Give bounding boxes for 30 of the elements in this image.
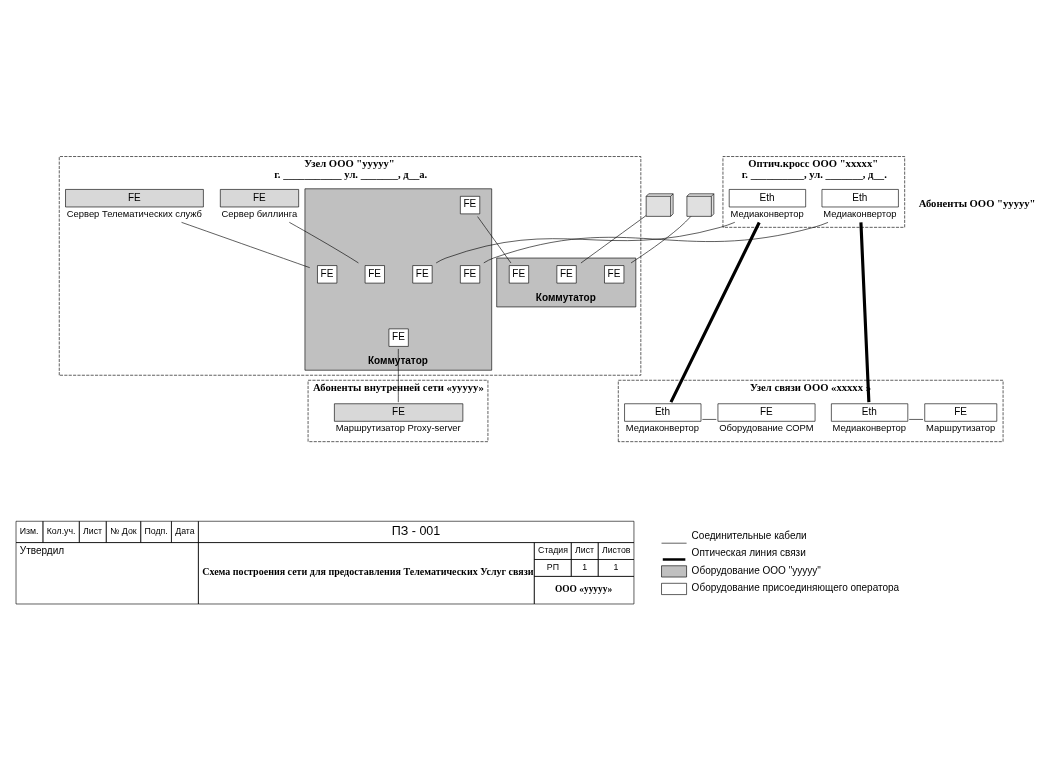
legend-label: Оборудование ООО "yyyyy" xyxy=(691,564,821,576)
node-label: Медиаконвертор xyxy=(823,207,897,219)
label: № Док xyxy=(110,525,137,536)
node-label: Маршрутизатор xyxy=(925,421,996,433)
label: ПЗ - 001 xyxy=(391,523,441,538)
node-label: Маршрутизатор Proxy-server xyxy=(335,421,461,433)
node-label: Сервер биллинга xyxy=(221,207,298,219)
label: РП xyxy=(546,561,559,572)
node-label: Медиаконвертор xyxy=(832,421,906,433)
label: Подп. xyxy=(144,525,168,536)
legend-label: Соединительные кабели xyxy=(691,529,807,541)
node-label: Оборудование СОРМ xyxy=(719,421,814,433)
label: ООО «yyyyy» xyxy=(554,583,613,594)
label: Стадия xyxy=(538,544,568,555)
label: Лист xyxy=(575,544,595,555)
label: 1 xyxy=(613,561,619,572)
legend-label: Оптическая линия связи xyxy=(691,546,806,558)
legend-label: Оборудование присоединяющего оператора xyxy=(691,581,900,593)
node-label: Сервер Телематических служб xyxy=(66,207,202,219)
node-label: Медиаконвертор xyxy=(625,421,700,433)
node-label: Медиаконвертор xyxy=(730,207,804,219)
label: Изм. xyxy=(19,525,39,536)
label: Дата xyxy=(175,525,195,536)
label: Лист xyxy=(83,525,103,536)
label: Абоненты ООО "yyyyy" xyxy=(918,197,1036,209)
label: Утвердил xyxy=(19,544,65,556)
label: Кол.уч. xyxy=(46,525,76,536)
label: Листов xyxy=(601,544,631,555)
label: Схема построения сети для предоставления Телематических Услуг связи xyxy=(202,565,534,577)
label: 1 xyxy=(582,561,588,572)
